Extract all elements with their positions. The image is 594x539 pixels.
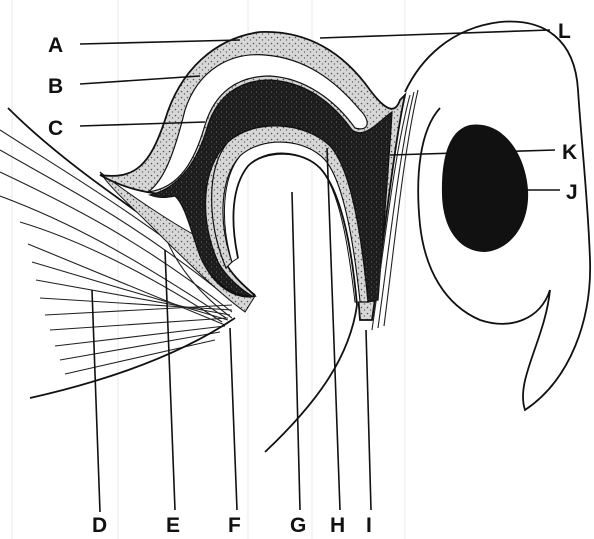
label-g: G [290, 514, 306, 537]
label-a: A [48, 34, 63, 57]
label-d: D [92, 514, 107, 537]
label-e: E [166, 514, 180, 537]
label-i: I [366, 514, 372, 537]
label-l: L [558, 20, 571, 43]
leader-d [92, 290, 100, 512]
dark-oval-j [442, 124, 528, 252]
leader-g [292, 192, 300, 510]
label-h: H [330, 514, 345, 537]
leader-f [230, 328, 237, 510]
label-c: C [48, 117, 63, 140]
label-j: J [566, 181, 578, 204]
label-k: K [562, 141, 577, 164]
leader-e [165, 250, 175, 510]
label-f: F [228, 514, 241, 537]
leader-a [80, 40, 240, 44]
label-b: B [48, 75, 63, 98]
leader-i [366, 330, 371, 510]
leader-l [320, 30, 550, 38]
